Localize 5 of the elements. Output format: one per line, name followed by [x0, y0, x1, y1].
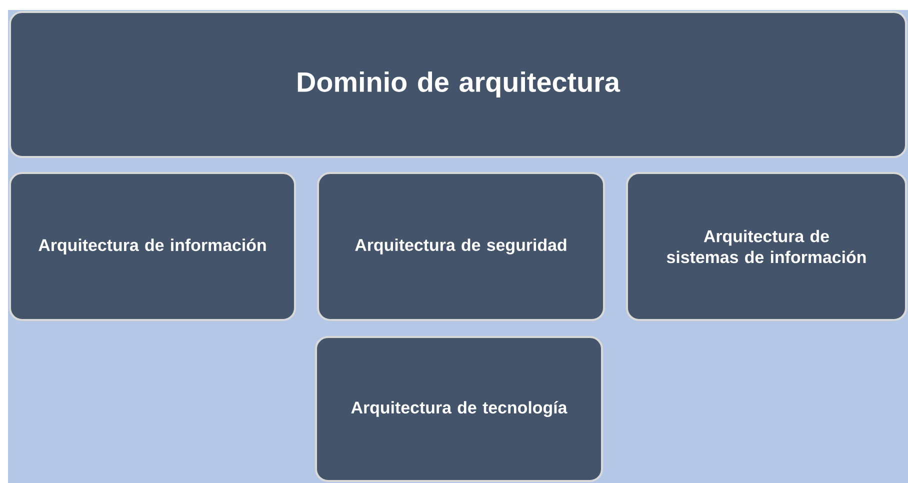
title-box: Dominio de arquitectura: [9, 11, 907, 158]
domain-box: Arquitectura de seguridad: [317, 172, 605, 321]
domain-box: Arquitectura de información: [9, 172, 296, 321]
domain-box: Arquitectura de tecnología: [315, 336, 603, 482]
domain-box: Arquitectura de sistemas de información: [626, 172, 907, 321]
